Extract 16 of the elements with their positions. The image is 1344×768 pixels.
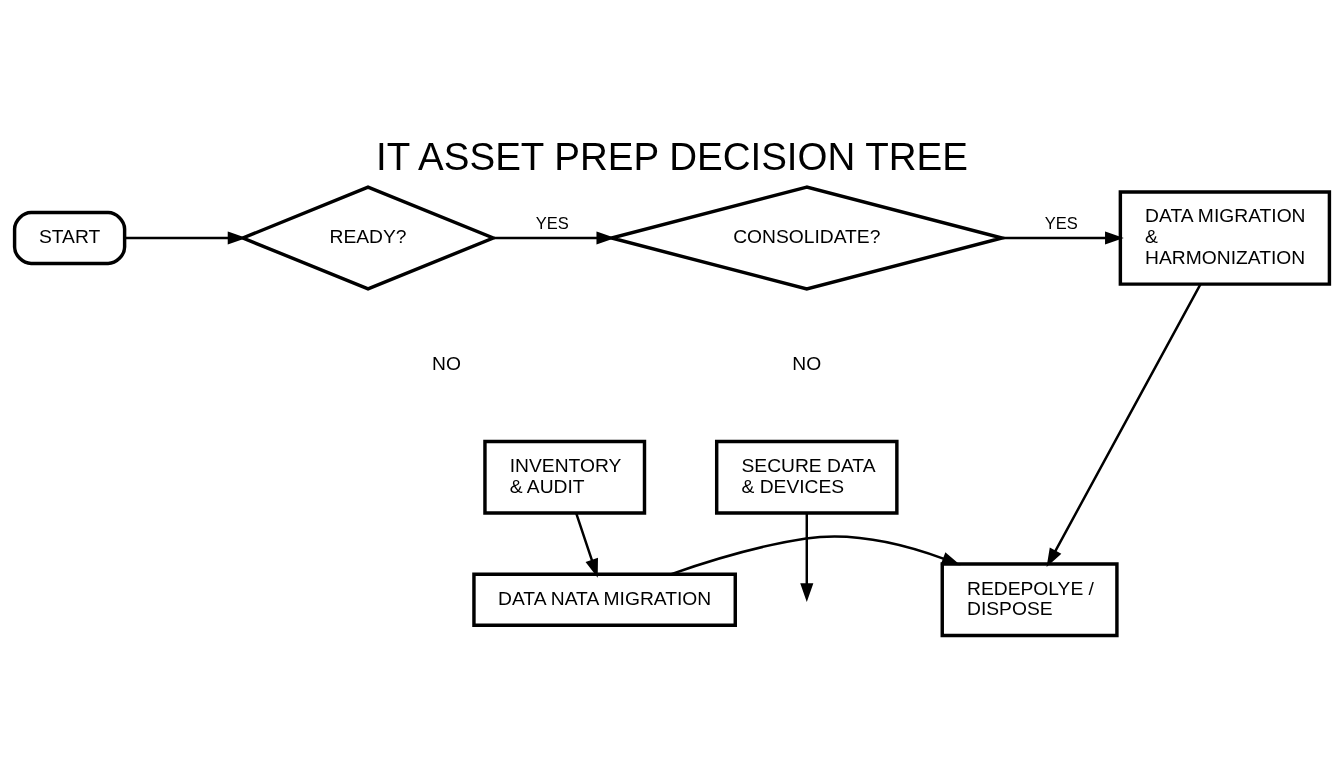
arrow: [1046, 283, 1202, 567]
node-box: DATA MIGRATION & HARMONIZATION: [1118, 189, 1332, 286]
node-box: REDEPOLYE / DISPOSE: [940, 561, 1119, 637]
node-box: DATA NATA MIGRATION: [472, 572, 737, 627]
node-box: SECURE DATA & DEVICES: [715, 439, 899, 515]
node-box: START: [12, 210, 127, 265]
arrow: [1002, 230, 1124, 245]
arrow: [575, 512, 598, 578]
label: NO: [792, 352, 822, 374]
label: NO: [432, 352, 461, 374]
arrow: [800, 512, 814, 602]
edge-label: YES: [535, 213, 569, 232]
diagram-title: IT ASSET PREP DECISION TREE: [376, 134, 968, 178]
arrow: [670, 534, 961, 575]
edge-label: YES: [1044, 213, 1078, 232]
node-box: INVENTORY & AUDIT: [483, 439, 647, 515]
